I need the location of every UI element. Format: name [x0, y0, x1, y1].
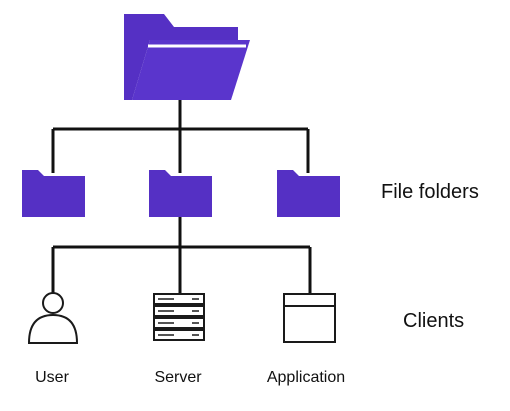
folder-icon — [149, 170, 212, 217]
connector-lines — [51, 100, 312, 294]
client-label-application: Application — [266, 369, 346, 386]
server-icon — [153, 293, 205, 341]
folder-icon — [22, 170, 85, 217]
client-label-server: Server — [154, 369, 202, 386]
file-folders-label: File folders — [381, 181, 479, 203]
clients-label: Clients — [403, 310, 465, 332]
application-window-icon — [283, 293, 336, 343]
user-icon — [27, 292, 79, 344]
folder-open-icon — [124, 14, 250, 100]
client-label-user: User — [35, 369, 69, 386]
folder-icon — [277, 170, 340, 217]
